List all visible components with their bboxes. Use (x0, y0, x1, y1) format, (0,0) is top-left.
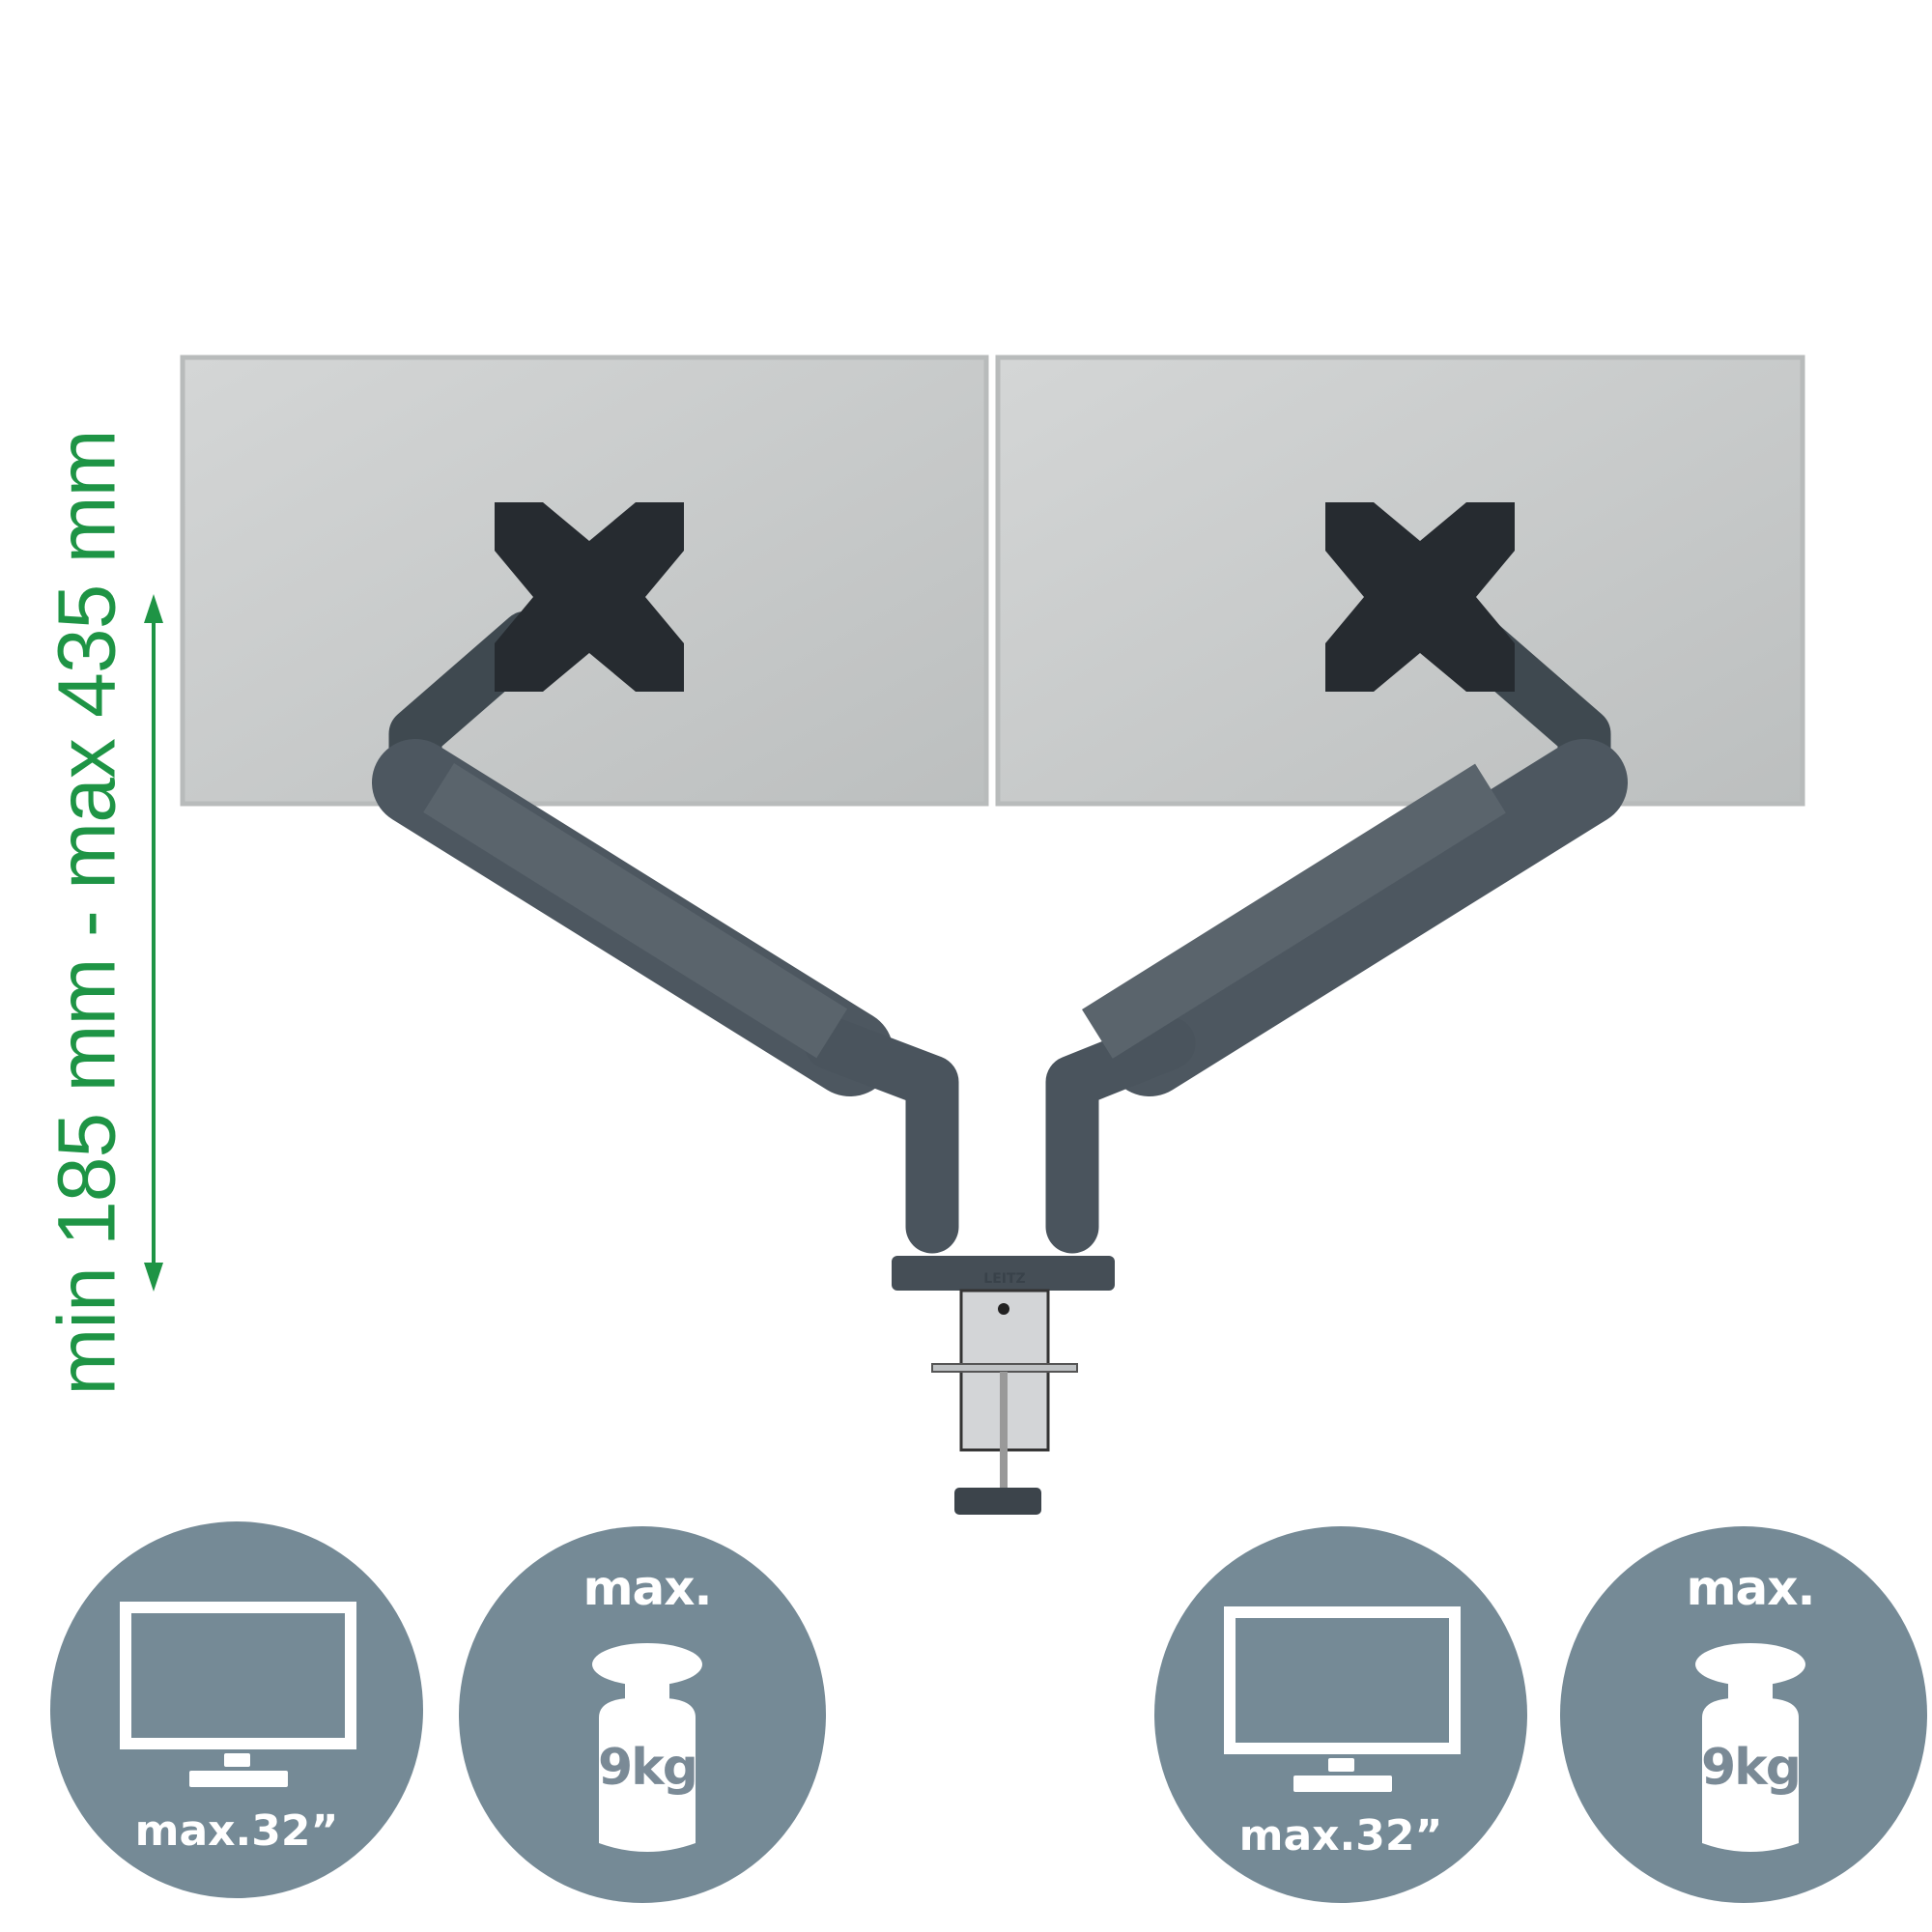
badge-weight-value: 9kg (1701, 1739, 1802, 1797)
badge-screen-size: max.32” (134, 1806, 339, 1856)
brand-logo: LEITZ (983, 1271, 1025, 1287)
badge-weight-value: 9kg (598, 1739, 698, 1797)
weight-icon (592, 1643, 702, 1852)
weight-icon (1695, 1643, 1805, 1852)
badge-screen-size: max.32” (1238, 1811, 1443, 1861)
left-vesa-plate (495, 502, 684, 692)
badge-weight-max: max. (1686, 1560, 1815, 1616)
desk-clamp (892, 1256, 1115, 1515)
monitor-icon (120, 1602, 356, 1787)
height-dimension-arrow (144, 594, 163, 1292)
height-range-label: min 185 mm - max 435 mm (41, 430, 132, 1396)
left-arm (372, 611, 959, 1254)
badge-weight-max: max. (582, 1560, 712, 1616)
monitor-icon (1224, 1606, 1461, 1792)
right-vesa-plate (1325, 502, 1515, 692)
